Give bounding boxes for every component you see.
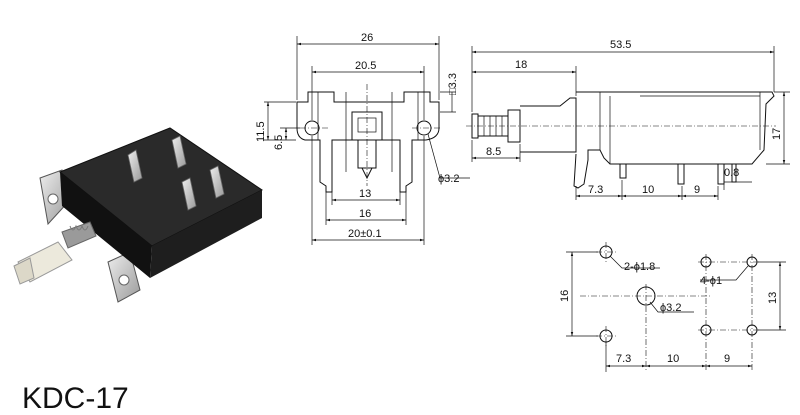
- pcb-layout: 2-ϕ1.8 4-ϕ1 ϕ3.2 16 13 7.3 10 9: [559, 242, 786, 372]
- dim-base-width: 20±0.1: [348, 228, 382, 240]
- dim-center-hole: ϕ3.2: [660, 302, 681, 314]
- dim-overall-width: 26: [361, 32, 373, 44]
- dim-hole-height: 6.5: [273, 135, 285, 150]
- dim-side-pitch-1: 7.3: [588, 184, 603, 196]
- dim-pin-span-2: 16: [359, 208, 371, 220]
- dim-left-span: 16: [559, 290, 571, 302]
- dim-pcb-pitch-2: 10: [667, 353, 679, 365]
- dim-hole-dia: ϕ3.2: [438, 173, 459, 185]
- side-view: 53.5 18 8.5 17 0.8 7.3 10 9: [466, 39, 790, 200]
- dim-overall-length: 53.5: [610, 39, 631, 51]
- dim-inner-width: 20.5: [355, 60, 376, 72]
- dim-height-17: 17: [771, 128, 783, 140]
- dim-pin-thick: 0.8: [724, 167, 739, 179]
- dim-body-offset: 18: [515, 59, 527, 71]
- dim-side-pitch-3: 9: [694, 184, 700, 196]
- dim-plunger: 8.5: [486, 146, 501, 158]
- dim-pcb-pitch-1: 7.3: [616, 353, 631, 365]
- dim-pin-holes: 4-ϕ1: [700, 275, 722, 287]
- dim-small-holes: 2-ϕ1.8: [624, 261, 655, 273]
- front-view: 26 20.5 □3.3 11.5 6.5 ϕ3.2 13 16 20±0.1: [255, 32, 470, 245]
- model-title: KDC-17: [22, 382, 129, 415]
- dim-pin-span-1: 13: [359, 188, 371, 200]
- dim-square-pin: □3.3: [447, 73, 459, 95]
- dim-pcb-pitch-3: 9: [724, 353, 730, 365]
- dim-height: 11.5: [255, 121, 267, 142]
- dim-side-pitch-2: 10: [642, 184, 654, 196]
- switch-photo: [13, 127, 263, 303]
- dim-right-span: 13: [767, 292, 779, 304]
